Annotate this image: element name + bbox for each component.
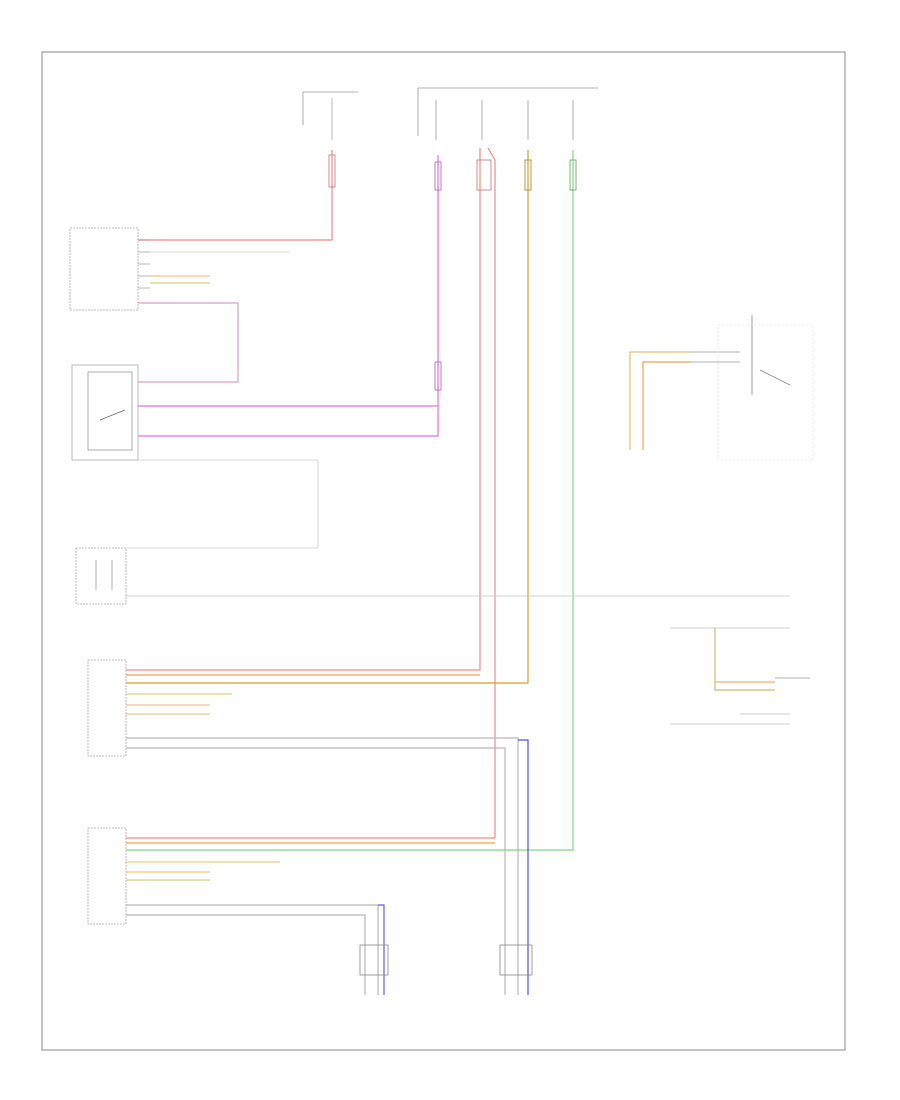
wire-pink-front-passenger	[126, 148, 481, 671]
relay-panel	[71, 364, 319, 549]
wire-pink-rear-module	[126, 147, 496, 839]
fuse-2	[417, 87, 460, 136]
connector-violet-mid	[434, 361, 442, 391]
diagram-border	[41, 51, 846, 1051]
connector-pink-double	[476, 159, 492, 191]
steering-sensor	[75, 547, 127, 605]
door-switch	[629, 315, 814, 461]
module-top	[69, 227, 290, 311]
rear-module	[87, 827, 280, 925]
front-passenger-module	[87, 659, 232, 757]
right-ground-area	[670, 627, 810, 725]
wire-gray-rear-2	[126, 914, 366, 995]
wire-green-rear-module	[126, 150, 574, 851]
wire-blue-front-link	[518, 739, 529, 995]
wire-pink-top-module	[138, 150, 333, 241]
wire-gray-rear-1	[126, 904, 379, 995]
connector-bottom-right	[499, 944, 533, 976]
connector-green-top	[569, 159, 577, 191]
fuse-drop-lines	[435, 100, 574, 140]
connector-yellow-top	[524, 159, 532, 191]
connector-violet-top	[434, 161, 442, 191]
wire-yellow-front-passenger	[126, 150, 529, 684]
connector-pink-top	[328, 154, 336, 188]
wire-blue-rear	[378, 904, 385, 995]
wire-gray-front-2	[126, 747, 506, 995]
wire-violet-relay-link	[138, 302, 239, 383]
connector-bottom-left	[359, 944, 389, 976]
wire-gray-front-1	[126, 737, 519, 995]
fuse-1	[302, 91, 358, 140]
wire-violet-main	[138, 155, 439, 437]
